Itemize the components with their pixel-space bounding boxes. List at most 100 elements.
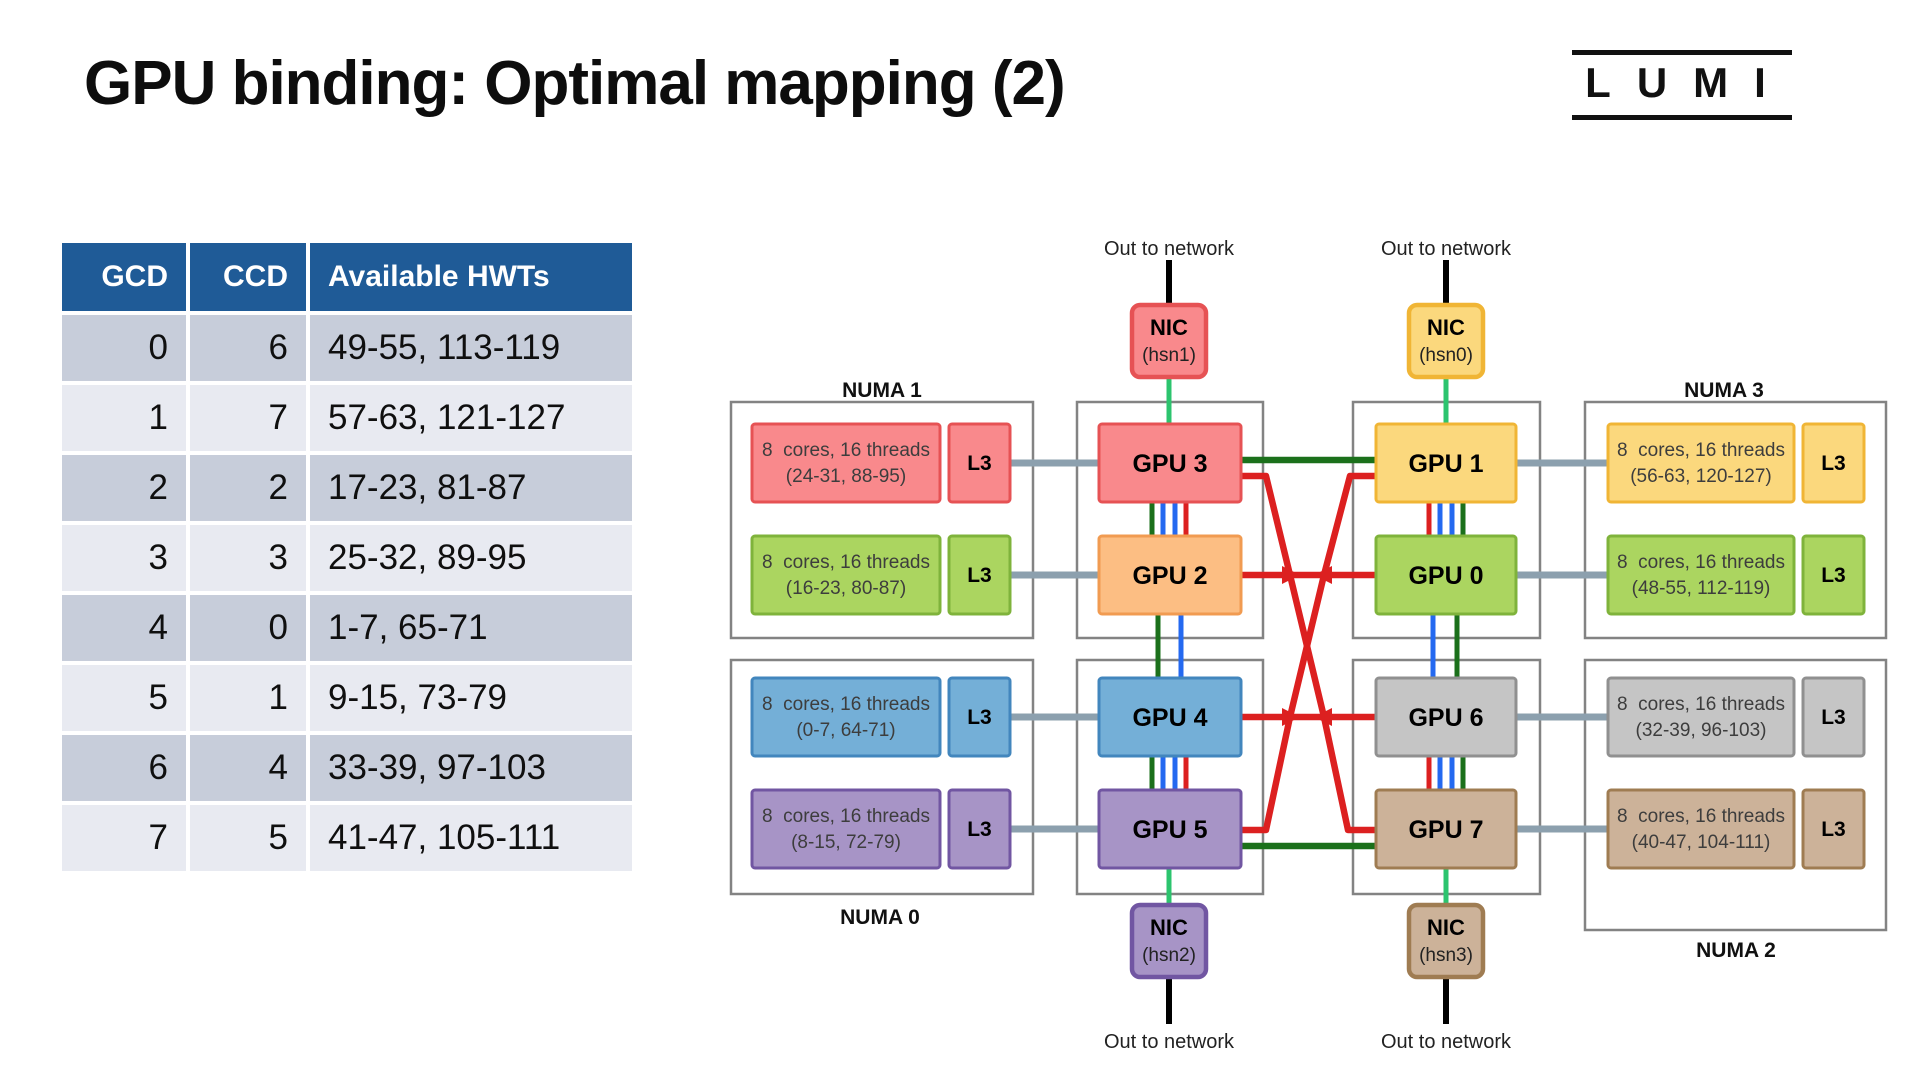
core-box-range: (8-15, 72-79) — [791, 832, 901, 853]
red-link-junction — [1314, 566, 1332, 584]
numa-label-numa-3: NUMA 3 — [1684, 379, 1764, 402]
l3-label: L3 — [1821, 818, 1846, 841]
nic-hsn-label: (hsn1) — [1142, 345, 1196, 366]
table-cell: 6 — [62, 735, 186, 801]
numa-label-numa-2: NUMA 2 — [1696, 939, 1776, 962]
table-cell: 49-55, 113-119 — [310, 315, 632, 381]
nic-label: NIC — [1150, 315, 1188, 340]
gpu-box-gpu-4 — [1097, 676, 1243, 758]
core-box-range: (48-55, 112-119) — [1632, 578, 1771, 599]
red-link-junction — [1314, 708, 1332, 726]
red-link-gpu1-gpu5 — [1236, 472, 1380, 834]
core-box-label: 8 cores, 16 threads — [1617, 440, 1785, 461]
gpu-box-gpu-0 — [1374, 534, 1518, 616]
core-box — [1606, 676, 1796, 758]
numa-label-numa-1: NUMA 1 — [842, 379, 922, 402]
l3-box — [947, 422, 1012, 504]
table-cell: 0 — [62, 315, 186, 381]
l3-box — [947, 676, 1012, 758]
l3-label: L3 — [967, 818, 992, 841]
table-cell: 0 — [190, 595, 306, 661]
gpu-label: GPU 2 — [1132, 562, 1207, 590]
l3-box — [1801, 788, 1866, 870]
table-cell: 3 — [62, 525, 186, 591]
l3-box — [947, 534, 1012, 616]
table-header-cell: CCD — [190, 243, 306, 311]
nic-label: NIC — [1427, 315, 1465, 340]
gpu-box-gpu-2 — [1097, 534, 1243, 616]
l3-box — [1801, 534, 1866, 616]
table-header-cell: GCD — [62, 243, 186, 311]
table-cell: 4 — [62, 595, 186, 661]
gpu-label: GPU 3 — [1132, 450, 1207, 478]
out-to-network-label: Out to network — [1104, 1031, 1235, 1053]
table-cell: 17-23, 81-87 — [310, 455, 632, 521]
core-box-label: 8 cores, 16 threads — [1617, 806, 1785, 827]
page-title: GPU binding: Optimal mapping (2) — [84, 49, 1066, 118]
nic-box-hsn1 — [1129, 302, 1209, 380]
core-box-label: 8 cores, 16 threads — [1617, 552, 1785, 573]
core-box — [750, 534, 942, 616]
lumi-logo: LUMI — [1572, 50, 1792, 120]
core-box-range: (40-47, 104-111) — [1632, 832, 1771, 853]
l3-label: L3 — [967, 452, 992, 475]
table-cell: 1-7, 65-71 — [310, 595, 632, 661]
table-cell: 2 — [62, 455, 186, 521]
gpu-label: GPU 5 — [1132, 816, 1207, 844]
gpu-box-gpu-5 — [1097, 788, 1243, 870]
core-box-range: (32-39, 96-103) — [1636, 720, 1767, 741]
core-box-range: (56-63, 120-127) — [1630, 466, 1772, 487]
core-box — [750, 676, 942, 758]
nic-label: NIC — [1427, 915, 1465, 940]
nic-label: NIC — [1150, 915, 1188, 940]
gpu-label: GPU 0 — [1408, 562, 1483, 590]
table-header-cell: Available HWTs — [310, 243, 632, 311]
l3-label: L3 — [1821, 452, 1846, 475]
table-cell: 41-47, 105-111 — [310, 805, 632, 871]
nic-box-hsn0 — [1406, 302, 1486, 380]
core-box — [750, 422, 942, 504]
nic-hsn-label: (hsn3) — [1419, 945, 1473, 966]
gpu-label: GPU 6 — [1408, 704, 1483, 732]
l3-label: L3 — [1821, 706, 1846, 729]
core-box-range: (16-23, 80-87) — [786, 578, 906, 599]
core-box-label: 8 cores, 16 threads — [762, 806, 930, 827]
l3-label: L3 — [967, 564, 992, 587]
core-box — [1606, 422, 1796, 504]
l3-label: L3 — [1821, 564, 1846, 587]
gpu-box-gpu-7 — [1374, 788, 1518, 870]
table-cell: 9-15, 73-79 — [310, 665, 632, 731]
table-cell: 7 — [190, 385, 306, 451]
gpu-box-gpu-6 — [1374, 676, 1518, 758]
core-box-label: 8 cores, 16 threads — [762, 440, 930, 461]
out-to-network-label: Out to network — [1381, 238, 1512, 260]
out-to-network-label: Out to network — [1104, 238, 1235, 260]
core-box-label: 8 cores, 16 threads — [1617, 694, 1785, 715]
core-box — [1606, 534, 1796, 616]
l3-box — [1801, 676, 1866, 758]
gpu-label: GPU 4 — [1132, 704, 1207, 732]
table-cell: 25-32, 89-95 — [310, 525, 632, 591]
table-cell: 57-63, 121-127 — [310, 385, 632, 451]
table-cell: 7 — [62, 805, 186, 871]
table-cell: 5 — [190, 805, 306, 871]
nic-hsn-label: (hsn2) — [1142, 945, 1196, 966]
table-cell: 1 — [62, 385, 186, 451]
core-box — [750, 788, 942, 870]
core-box-label: 8 cores, 16 threads — [762, 552, 930, 573]
out-to-network-label: Out to network — [1381, 1031, 1512, 1053]
nic-box-hsn2 — [1129, 902, 1209, 980]
red-link-junction — [1282, 708, 1300, 726]
table-cell: 6 — [190, 315, 306, 381]
gpu-box-gpu-1 — [1374, 422, 1518, 504]
